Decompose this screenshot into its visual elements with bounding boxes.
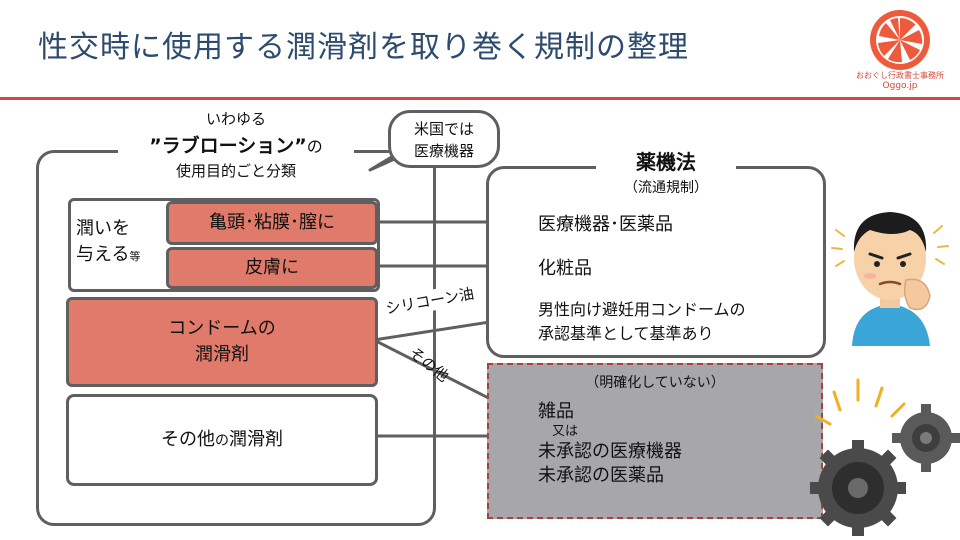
orange-slice-icon <box>870 10 930 70</box>
unclear-line1: 雑品 <box>538 401 574 422</box>
pharma-law-subtitle: （流通規制） <box>624 180 708 196</box>
unclear-note: （明確化していない） <box>585 375 725 391</box>
category-skin: 皮膚に <box>166 247 378 289</box>
unclear-line2: 未承認の医療機器 <box>538 441 682 462</box>
moisturize-label-suffix: 等 <box>129 250 141 263</box>
bubble-line2: 医療機器 <box>413 142 474 160</box>
unclear-line3: 未承認の医薬品 <box>538 465 664 486</box>
title-divider <box>0 97 960 100</box>
worried-man-icon <box>831 212 949 346</box>
category-condom-lubricant: コンドームの 潤滑剤 <box>66 297 378 387</box>
love-lotion-term: ”ラブローション” <box>149 135 307 157</box>
us-note-bubble: 米国では 医療機器 <box>388 110 500 168</box>
logo-office-name: おおぐし行政書士事務所 <box>856 71 944 80</box>
category-mucosa: 亀頭･粘膜･膣に <box>166 201 378 245</box>
left-heading: いわゆる ”ラブローション”の 使用目的ごと分類 <box>118 104 354 184</box>
logo-url[interactable]: Oggo.jp <box>882 81 918 91</box>
pharma-law-title: 薬機法 <box>636 150 696 174</box>
left-heading-line1: いわゆる <box>205 110 266 128</box>
destination-condom-standard: 男性向け避妊用コンドームの 承認基準として基準あり <box>538 300 746 343</box>
destination-cosmetic: 化粧品 <box>538 258 592 279</box>
unclear-box <box>487 363 823 519</box>
moisturize-label: 潤いを 与える等 <box>76 216 164 270</box>
moisturize-label-line1: 潤いを <box>76 218 130 239</box>
pharma-law-box <box>486 166 826 358</box>
destination-device-drug: 医療機器･医薬品 <box>538 214 673 235</box>
pharma-law-heading: 薬機法 （流通規制） <box>596 146 736 197</box>
unclear-items: 雑品 又は 未承認の医療機器 未承認の医薬品 <box>538 400 682 488</box>
category-other-lubricant: その他の潤滑剤 <box>66 394 378 486</box>
left-heading-suffix: の <box>306 137 323 156</box>
left-heading-line3: 使用目的ごと分類 <box>175 162 296 180</box>
moisturize-label-line2: 与える等 <box>76 244 141 265</box>
condom-line2: 潤滑剤 <box>195 344 249 365</box>
page-title: 性交時に使用する潤滑剤を取り巻く規制の整理 <box>38 30 689 65</box>
bubble-line1: 米国では <box>413 120 474 138</box>
gears-icon <box>810 378 960 536</box>
unclear-or: 又は <box>552 424 579 439</box>
left-heading-line2: ”ラブローション”の <box>118 131 354 158</box>
condom-line1: コンドームの <box>168 318 276 339</box>
